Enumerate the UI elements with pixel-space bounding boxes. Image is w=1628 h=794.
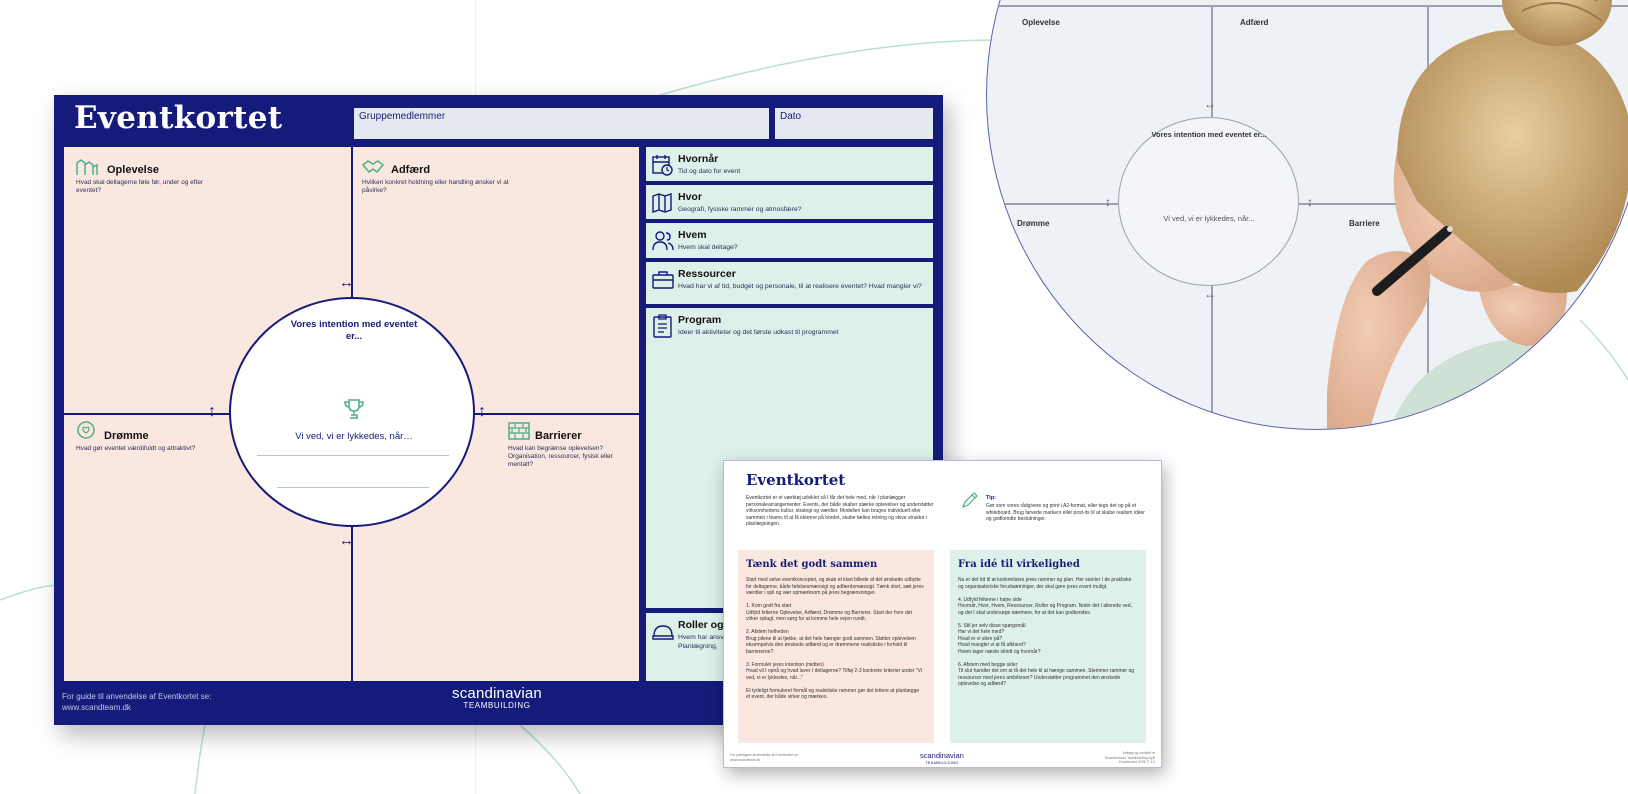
logo-line1: scandinavian (452, 685, 542, 702)
brick-wall-icon (508, 422, 530, 440)
panel-hvornaar[interactable]: Hvornår Tid og dato for event (646, 147, 933, 181)
panel-subtitle: Hvem har ansv Planlægning, (678, 634, 724, 650)
quadrant-adfaerd-title: Adfærd (391, 164, 431, 176)
photo-intention-title: Vores intention med eventet er... (1151, 130, 1267, 139)
guide-box-right: Fra idé til virkelighed Nu er det tid ti… (950, 550, 1146, 743)
quadrant-droemme-subtitle: Hvad gør eventet værdifuldt og attraktiv… (76, 445, 196, 452)
panel-title: Hvornår (678, 153, 719, 165)
panel-title: Hvor (678, 191, 702, 203)
arrow-vertical-left-icon: ↕ (208, 403, 216, 420)
quadrant-oplevelse-title: Oplevelse (107, 164, 159, 176)
guide-footer-right: Indtagt og udviklet af Scandinavian Team… (1105, 751, 1155, 764)
photo-label-adfaerd: Adfærd (1240, 18, 1269, 27)
guide-title: Eventkortet (746, 471, 846, 489)
photo-arrow-icon: ↔ (1204, 287, 1216, 301)
panel-subtitle: Hvem skal deltage? (678, 244, 738, 251)
quadrant-oplevelse-subtitle: Hvad skal deltagerne føle før, under og … (76, 179, 204, 194)
scandinavian-teambuilding-logo: scandinavian TEAMBUILDING (452, 685, 542, 710)
logo-line2: TEAMBUILDING (463, 701, 531, 710)
quadrant-droemme-title: Drømme (104, 430, 149, 442)
guide-tip-text: Gør som vores rådgivere og print i A2-fo… (986, 503, 1145, 523)
panel-subtitle: Hvad har vi af tid, budget og personale,… (678, 283, 922, 290)
quadrant-barrierer-title: Barrierer (535, 430, 582, 442)
people-icon (652, 231, 674, 251)
date-field[interactable]: Dato (775, 108, 933, 139)
hard-hat-icon (652, 625, 674, 640)
whiteboard-line (1211, 5, 1213, 117)
footer-guide-link[interactable]: www.scandteam.dk (62, 702, 131, 712)
briefcase-icon (652, 271, 674, 289)
quadrant-adfaerd-subtitle: Hvilken konkret holdning eller handling … (362, 179, 509, 194)
photo-label-oplevelse: Oplevelse (1022, 18, 1060, 27)
handshake-icon (361, 160, 385, 174)
photo-arrow-icon: ↔ (1204, 97, 1216, 111)
photo-intention-circle: Vores intention med eventet er... Vi ved… (1118, 117, 1299, 286)
intention-title: Vores intention med eventet er... (290, 319, 418, 342)
person-illustration (1327, 0, 1628, 429)
photo-intention-text: Vi ved, vi er lykkedes, når... (1163, 214, 1255, 223)
photo-arrow-icon: ↕ (1105, 195, 1111, 209)
panel-title: Ressourcer (678, 268, 736, 280)
arrow-vertical-right-icon: ↕ (478, 403, 486, 420)
guide-intro: Eventkortet er et værktøj udviklet så I … (746, 495, 934, 528)
panel-title: Hvem (678, 229, 707, 241)
guide-box-left-text: Start med selve eventkonceptet, og skab … (746, 577, 924, 700)
guide-logo: scandinavian TEAMBUILDING (920, 751, 964, 765)
group-members-label: Gruppemedlemmer (359, 111, 446, 122)
panel-title: Program (678, 314, 722, 326)
map-icon (652, 193, 672, 213)
arrow-horizontal-bottom-icon: ↔ (339, 532, 354, 549)
guide-tip-title: Tip: (986, 495, 996, 501)
intention-writing-line (277, 487, 429, 488)
whiteboard-line (1299, 203, 1399, 205)
guide-footer-left: For yderligere anvendelse af Eventkortet… (730, 753, 799, 762)
photo-arrow-icon: ↕ (1307, 195, 1313, 209)
board-title: Eventkortet (74, 100, 283, 136)
calendar-clock-icon (652, 155, 673, 176)
guide-sheet: Eventkortet Eventkortet er et værktøj ud… (723, 460, 1162, 768)
panel-subtitle: Ideer til aktiviteter og det første udka… (678, 329, 839, 336)
group-members-field[interactable]: Gruppemedlemmer (354, 108, 769, 139)
whiteboard-line (1211, 286, 1213, 429)
panel-hvem[interactable]: Hvem Hvem skal deltage? (646, 223, 933, 258)
quadrant-barrierer-subtitle: Hvad kan begrænse oplevelsen? Organisati… (508, 445, 613, 468)
whiteboard-line (987, 203, 1118, 205)
intention-text: Vi ved, vi er lykkedes, når… (295, 431, 413, 442)
footer-guide-text: For guide til anvendelse af Eventkortet … (62, 692, 212, 701)
trophy-icon (344, 399, 364, 419)
panel-subtitle: Tid og dato for event (678, 168, 741, 175)
panel-ressourcer[interactable]: Ressourcer Hvad har vi af tid, budget og… (646, 262, 933, 304)
date-label: Dato (780, 111, 802, 122)
guide-logo-line2: TEAMBUILDING (925, 760, 959, 765)
pencil-icon (961, 492, 978, 509)
clipboard-icon (653, 314, 672, 338)
guide-logo-line1: scandinavian (920, 751, 964, 760)
panel-hvor[interactable]: Hvor Geografi, fysiske rammer og atmosfæ… (646, 185, 933, 219)
board-footer-text: For guide til anvendelse af Eventkortet … (62, 692, 211, 713)
photo-label-droemme: Drømme (1017, 219, 1050, 228)
intention-writing-line (257, 455, 449, 456)
intention-circle[interactable]: Vores intention med eventet er... Vi ved… (229, 297, 475, 527)
arrow-horizontal-top-icon: ↔ (339, 274, 354, 291)
guide-box-left-title: Tænk det godt sammen (746, 559, 878, 570)
guide-box-right-text: Nu er det tid til at konkretisere jeres … (958, 577, 1135, 687)
whiteboard-line (987, 5, 1628, 7)
heart-speech-icon (77, 421, 95, 439)
panel-subtitle: Geografi, fysiske rammer og atmosfære? (678, 206, 802, 213)
guide-box-right-title: Fra idé til virkelighed (958, 559, 1080, 570)
guide-box-left: Tænk det godt sammen Start med selve eve… (738, 550, 934, 743)
panel-title: Roller og (678, 619, 724, 631)
experience-icon (76, 159, 98, 175)
photo-label-barrierer: Barriere (1349, 219, 1380, 228)
